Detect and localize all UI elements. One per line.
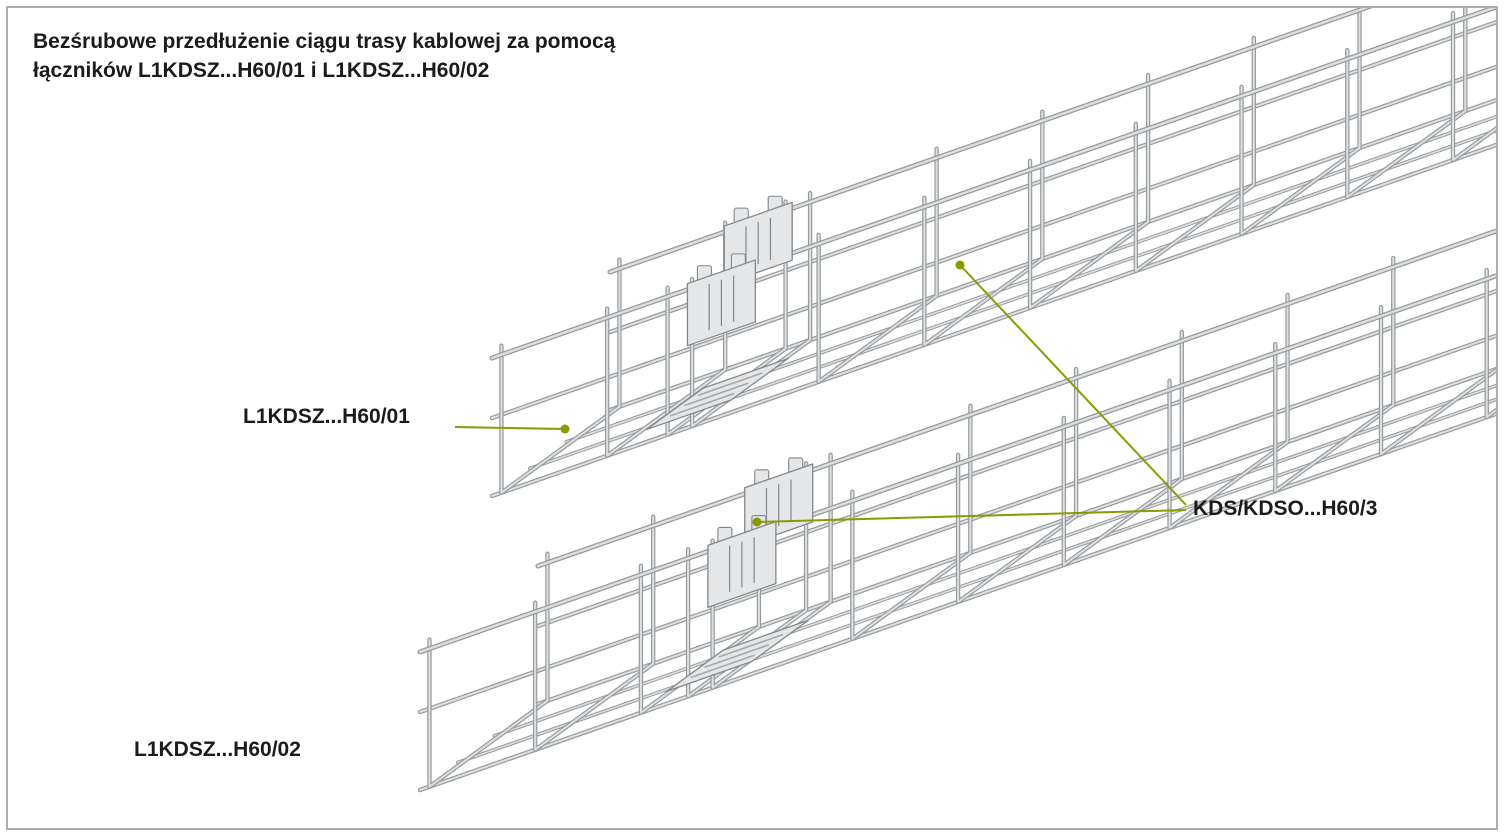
figure-title: Bezśrubowe przedłużenie ciągu trasy kabl… [33, 27, 615, 85]
coupler-upper [645, 195, 793, 431]
label-coupler-01: L1KDSZ...H60/01 [243, 405, 410, 428]
upper-tray [489, 8, 1498, 499]
leader-tray-upper [955, 260, 1187, 506]
diagram-root [417, 8, 1498, 793]
title-line-2: łączników L1KDSZ...H60/01 i L1KDSZ...H60… [33, 59, 490, 82]
leader-tray-lower [752, 509, 1187, 527]
title-line-1: Bezśrubowe przedłużenie ciągu trasy kabl… [33, 30, 616, 53]
label-tray-kds: KDS/KDSO...H60/3 [1193, 497, 1378, 520]
leader-coupler-01 [454, 424, 570, 434]
label-coupler-02: L1KDSZ...H60/02 [134, 738, 301, 761]
lower-tray [417, 219, 1498, 793]
